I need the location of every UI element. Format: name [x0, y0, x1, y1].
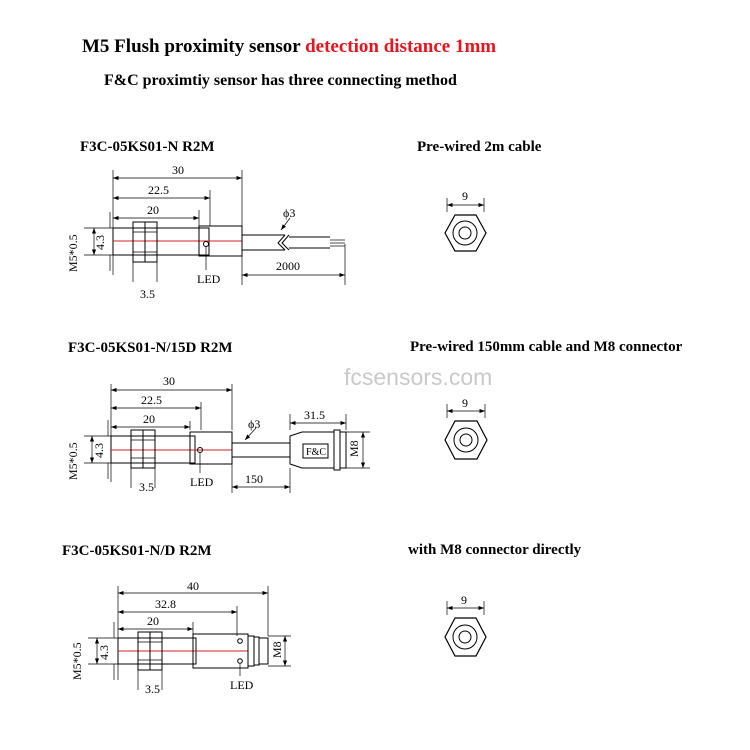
- led-label-2: LED: [190, 475, 214, 489]
- dim-cable-len-2: 150: [245, 472, 263, 486]
- dim-hex-2: 9: [462, 396, 468, 410]
- hex-nut-view-1: 9: [444, 189, 487, 252]
- dim-dia-2: M5*0.5: [66, 442, 80, 480]
- model-label-1: F3C-05KS01-N R2M: [80, 139, 215, 155]
- dim-dia-1: M5*0.5: [66, 234, 80, 272]
- dim-total-3: 40: [187, 579, 199, 593]
- hex-nut-view-2: 9: [444, 396, 488, 460]
- method-label-3: with M8 connector directly: [408, 542, 582, 558]
- dim-inner-1: 4.3: [93, 235, 107, 250]
- dim-m8-3: M8: [270, 641, 284, 658]
- model-label-3: F3C-05KS01-N/D R2M: [62, 543, 212, 559]
- page-subtitle: F&C proximtiy sensor has three connectin…: [104, 72, 457, 89]
- dim-nut-2: 3.5: [139, 480, 154, 494]
- dim-total-1: 30: [172, 163, 184, 177]
- model-label-2: F3C-05KS01-N/15D R2M: [68, 340, 233, 356]
- led-label-3: LED: [230, 678, 254, 692]
- sensor-drawing-1: 30 22.5 20 2000 ϕ3 LED: [66, 163, 346, 301]
- sensor-drawing-3: 40 32.8 20 M8 LED M5*0.5 4.3 3.5: [70, 579, 291, 696]
- dim-total-2: 30: [163, 374, 175, 388]
- led-label-1: LED: [197, 272, 221, 286]
- dim-cable-dia-2: ϕ3: [248, 417, 260, 431]
- connector-label-2: F&C: [306, 447, 326, 458]
- dim-dia-3: M5*0.5: [70, 642, 84, 680]
- dim-mid-1: 22.5: [148, 183, 169, 197]
- dim-thread-3: 20: [147, 614, 159, 628]
- title-red: detection distance 1mm: [305, 36, 497, 57]
- dim-mid-3: 32.8: [155, 597, 176, 611]
- page-title: M5 Flush proximity sensor detection dist…: [82, 36, 496, 58]
- dim-thread-1: 20: [147, 203, 159, 217]
- method-label-2: Pre-wired 150mm cable and M8 connector: [410, 339, 683, 355]
- title-black: M5 Flush proximity sensor: [82, 36, 301, 57]
- dim-nut-3: 3.5: [145, 682, 160, 696]
- dim-inner-2: 4.3: [92, 443, 106, 458]
- dim-nut-1: 3.5: [140, 287, 155, 301]
- dim-cable-dia-1: ϕ3: [283, 206, 295, 220]
- dim-thread-2: 20: [143, 412, 155, 426]
- dim-connector-len-2: 31.5: [304, 408, 325, 422]
- dim-m8-2: M8: [347, 440, 361, 457]
- method-label-1: Pre-wired 2m cable: [417, 139, 542, 155]
- dim-mid-2: 22.5: [141, 393, 162, 407]
- dim-hex-3: 9: [461, 593, 467, 607]
- dim-hex-1: 9: [462, 189, 468, 203]
- dim-cable-len-1: 2000: [276, 259, 300, 273]
- dim-inner-3: 4.3: [97, 645, 111, 660]
- watermark: fcsensors.com: [344, 364, 493, 390]
- hex-nut-view-3: 9: [444, 593, 487, 657]
- sensor-drawing-2: 30 22.5 20 150 31.5 F&C M8 ϕ3 LED M5*0.: [66, 374, 370, 494]
